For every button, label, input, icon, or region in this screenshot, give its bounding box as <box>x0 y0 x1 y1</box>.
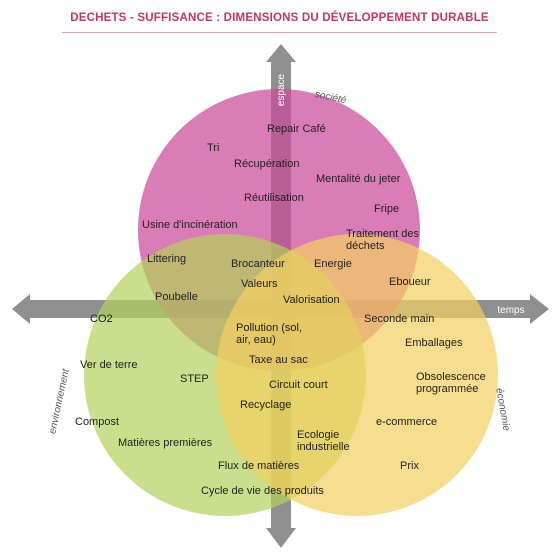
label-recyclage: Recyclage <box>240 399 292 411</box>
label-taxe-au-sac: Taxe au sac <box>249 354 308 366</box>
label-tri: Tri <box>207 142 220 154</box>
label-valeurs: Valeurs <box>241 278 278 290</box>
dimension-label-economie: économie <box>493 387 511 432</box>
label-ver-de-terre: Ver de terre <box>80 359 138 371</box>
label-traitement-line1: Traitement des <box>346 228 419 240</box>
label-traitement-line2: déchets <box>346 240 385 252</box>
label-reutilisation: Réutilisation <box>244 192 304 204</box>
axis-label-espace: espace <box>276 73 287 106</box>
label-littering: Littering <box>147 253 187 265</box>
label-poubelle: Poubelle <box>155 291 198 303</box>
axis-label-temps: temps <box>497 305 524 316</box>
label-recuperation: Récupération <box>234 158 300 170</box>
label-brocanteur: Brocanteur <box>231 258 285 270</box>
label-obsolescence-line2: programmée <box>416 383 479 395</box>
label-mentalite-du-jeter: Mentalité du jeter <box>316 173 401 185</box>
label-circuit-court: Circuit court <box>269 379 328 391</box>
label-eboueur: Eboueur <box>389 276 431 288</box>
label-compost: Compost <box>75 416 120 428</box>
label-prix: Prix <box>400 460 419 472</box>
economie-circle <box>216 234 498 516</box>
label-flux-de-matieres: Flux de matières <box>218 460 300 472</box>
label-matieres-premieres: Matières premières <box>118 437 213 449</box>
label-ecologie-line1: Ecologie <box>297 429 340 441</box>
label-pollution-line2: air, eau) <box>236 334 276 346</box>
label-usine-incineration: Usine d'incinération <box>142 219 238 231</box>
label-emballages: Emballages <box>405 337 463 349</box>
label-valorisation: Valorisation <box>283 294 340 306</box>
title-divider <box>62 32 497 33</box>
label-fripe: Fripe <box>374 203 400 215</box>
label-ecologie-line2: industrielle <box>297 441 350 453</box>
label-cycle-de-vie: Cycle de vie des produits <box>201 485 324 497</box>
arrow-up-icon <box>266 44 296 62</box>
dimension-label-environnement: environnement <box>47 367 72 435</box>
arrow-right-icon <box>530 294 549 324</box>
diagram-title: DECHETS - SUFFISANCE : DIMENSIONS DU DÉV… <box>70 12 489 24</box>
label-energie: Energie <box>314 258 352 270</box>
arrow-down-icon <box>266 528 296 548</box>
label-seconde-main: Seconde main <box>364 313 435 325</box>
label-pollution-line1: Pollution (sol, <box>236 322 303 334</box>
label-e-commerce: e-commerce <box>376 416 438 428</box>
arrow-left-icon <box>12 294 30 324</box>
label-repair-cafe: Repair Café <box>267 123 326 135</box>
label-co2: CO2 <box>90 313 113 325</box>
label-obsolescence-line1: Obsolescence <box>416 371 486 383</box>
label-step: STEP <box>180 373 209 385</box>
